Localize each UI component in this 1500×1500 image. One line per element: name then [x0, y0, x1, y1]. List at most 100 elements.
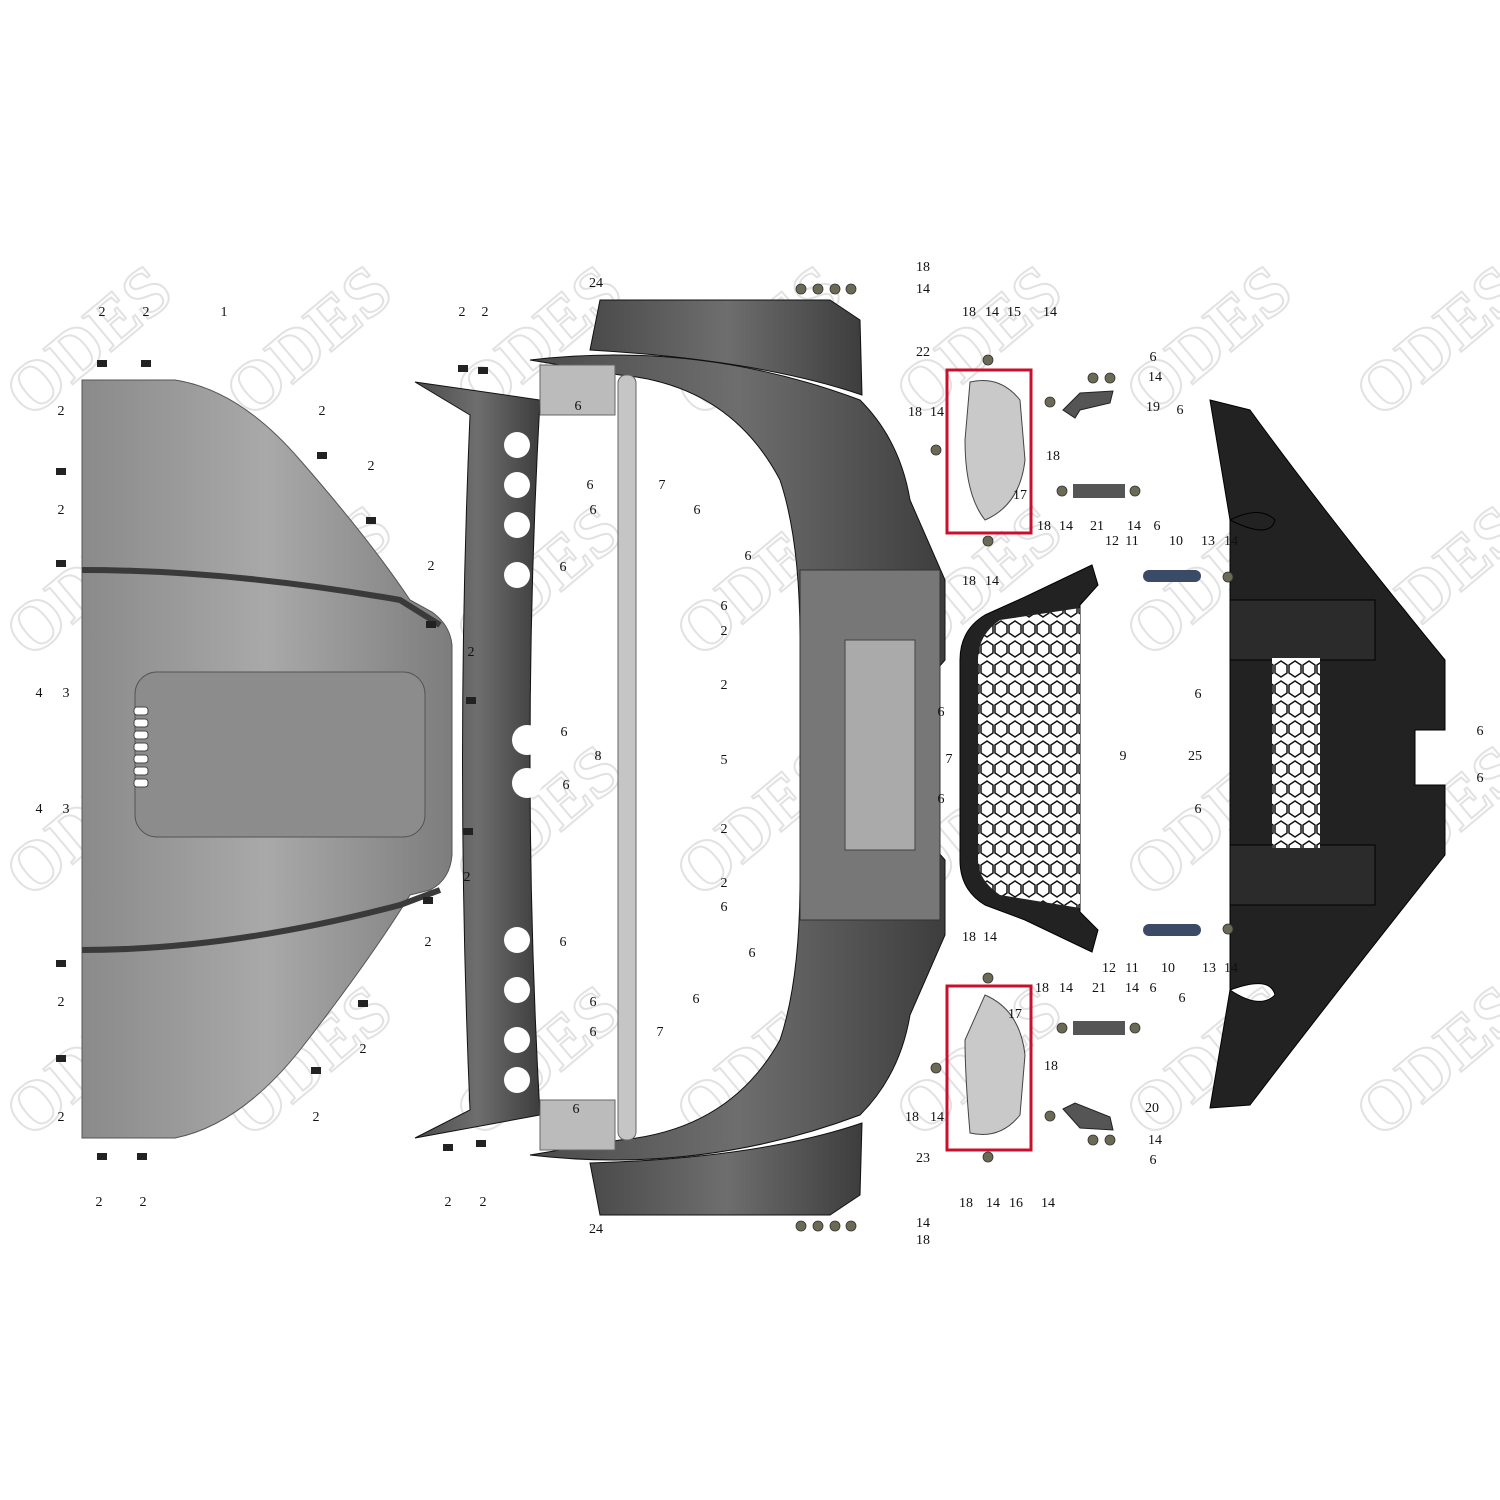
callout-14: 14 — [983, 930, 997, 945]
nut-icon — [1129, 1022, 1141, 1034]
nut-icon — [795, 283, 807, 295]
clip-nut-icon — [478, 367, 488, 374]
callout-6: 6 — [590, 1025, 597, 1040]
highlight-boxes — [945, 368, 1033, 1152]
callout-14: 14 — [1043, 305, 1057, 320]
callout-6: 6 — [1195, 687, 1202, 702]
part-15-headlight-left[interactable] — [964, 380, 1026, 521]
part-8-cross-bracket[interactable] — [414, 381, 542, 1139]
clip-nut-icon — [56, 1055, 66, 1062]
callout-14: 14 — [916, 1216, 930, 1231]
callout-11: 11 — [1125, 534, 1138, 549]
nut-icon — [845, 1220, 857, 1232]
part-9-mesh-grille[interactable] — [959, 564, 1099, 953]
callout-2: 2 — [468, 645, 475, 660]
nut-icon — [812, 1220, 824, 1232]
callout-10: 10 — [1161, 961, 1175, 976]
callout-2: 2 — [721, 822, 728, 837]
part-23-fender-flare-lower[interactable] — [589, 1122, 863, 1216]
clip-nut-icon — [366, 517, 376, 524]
nut-icon — [1222, 571, 1234, 583]
clip-nut-icon — [56, 468, 66, 475]
clip-nut-icon — [426, 621, 436, 628]
part-20-bracket[interactable] — [1062, 1102, 1114, 1131]
callout-14: 14 — [1059, 981, 1073, 996]
callout-2: 2 — [445, 1195, 452, 1210]
nut-icon — [829, 283, 841, 295]
callout-21: 21 — [1092, 981, 1106, 996]
callout-9: 9 — [1120, 749, 1127, 764]
callout-20: 20 — [1145, 1101, 1159, 1116]
callout-2: 2 — [721, 876, 728, 891]
callout-18: 18 — [1035, 981, 1049, 996]
nut-icon — [982, 972, 994, 984]
callout-2: 2 — [319, 404, 326, 419]
callout-21: 21 — [1090, 519, 1104, 534]
callout-2: 2 — [140, 1195, 147, 1210]
callout-14: 14 — [930, 1110, 944, 1125]
callout-8: 8 — [595, 749, 602, 764]
callout-14: 14 — [985, 574, 999, 589]
callout-17: 17 — [1013, 488, 1027, 503]
callout-12: 12 — [1105, 534, 1119, 549]
callout-2: 2 — [58, 503, 65, 518]
part-22-fender-flare-upper[interactable] — [589, 299, 863, 396]
part-25-front-bumper[interactable] — [1209, 399, 1446, 1109]
nut-icon — [812, 283, 824, 295]
part-19-bracket[interactable] — [1062, 390, 1114, 419]
clip-nut-icon — [358, 1000, 368, 1007]
clip-nut-icon — [56, 960, 66, 967]
callout-1: 1 — [221, 305, 228, 320]
callout-14: 14 — [1059, 519, 1073, 534]
callout-6: 6 — [1477, 771, 1484, 786]
callout-6: 6 — [1150, 1153, 1157, 1168]
callout-12: 12 — [1102, 961, 1116, 976]
nut-icon — [1044, 396, 1056, 408]
callout-18: 18 — [962, 930, 976, 945]
part-1-hood-panel[interactable] — [81, 379, 453, 1139]
callout-6: 6 — [1150, 981, 1157, 996]
callout-2: 2 — [480, 1195, 487, 1210]
callout-2: 2 — [58, 404, 65, 419]
callout-7: 7 — [659, 478, 666, 493]
callout-6: 6 — [749, 946, 756, 961]
callout-4: 4 — [36, 686, 43, 701]
callout-6: 6 — [560, 935, 567, 950]
nut-icon — [1056, 1022, 1068, 1034]
callout-22: 22 — [916, 345, 930, 360]
nut-icon — [829, 1220, 841, 1232]
callout-6: 6 — [694, 503, 701, 518]
callout-6: 6 — [590, 503, 597, 518]
callout-6: 6 — [1477, 724, 1484, 739]
callout-14: 14 — [1041, 1196, 1055, 1211]
callout-18: 18 — [908, 405, 922, 420]
callout-15: 15 — [1007, 305, 1021, 320]
nut-icon — [1044, 1110, 1056, 1122]
part-10-link-bar-upper[interactable] — [1143, 570, 1201, 582]
clip-nut-icon — [97, 1153, 107, 1160]
fasteners — [56, 283, 1234, 1232]
clip-nut-icon — [56, 560, 66, 567]
watermark-text: ODES — [211, 251, 407, 433]
callout-14: 14 — [1224, 534, 1238, 549]
watermark-text: ODES — [1341, 251, 1500, 433]
nut-icon — [1129, 485, 1141, 497]
callout-6: 6 — [587, 478, 594, 493]
callout-18: 18 — [916, 260, 930, 275]
part-10-link-bar-lower[interactable] — [1143, 924, 1201, 936]
nut-icon — [845, 283, 857, 295]
callout-18: 18 — [1046, 449, 1060, 464]
callout-14: 14 — [1148, 370, 1162, 385]
callout-13: 13 — [1201, 534, 1215, 549]
callout-3: 3 — [63, 686, 70, 701]
part-5-fascia-frame[interactable] — [529, 354, 946, 1161]
part-21-reflector-strip-upper[interactable] — [1073, 484, 1125, 498]
clip-nut-icon — [97, 360, 107, 367]
part-21-reflector-strip-lower[interactable] — [1073, 1021, 1125, 1035]
clip-nut-icon — [466, 697, 476, 704]
clip-nut-icon — [317, 452, 327, 459]
callout-14: 14 — [1125, 981, 1139, 996]
part-16-headlight-right[interactable] — [964, 994, 1026, 1135]
callout-2: 2 — [313, 1110, 320, 1125]
